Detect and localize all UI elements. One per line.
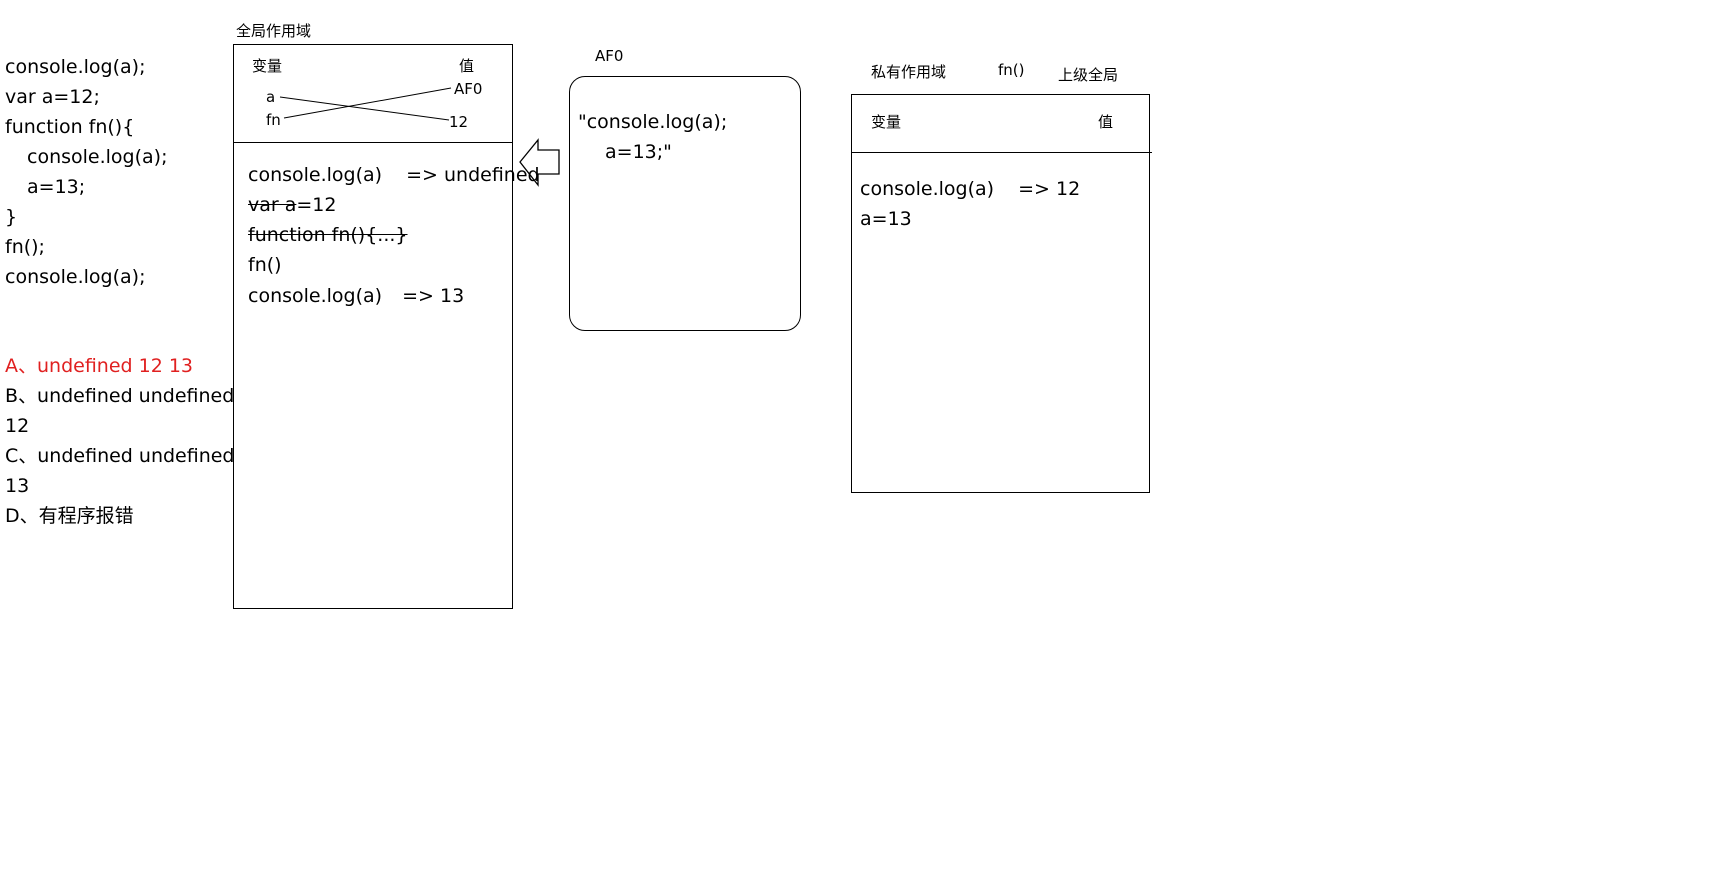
option-d: D、有程序报错 [5,505,134,527]
option-b-continued: 12 [5,415,30,437]
global-var-fn: fn [266,111,281,129]
code-line: console.log(a); [5,266,146,288]
exec-result: => 12 [1018,178,1081,200]
global-scope-box [233,44,513,609]
heap-label: AF0 [595,47,624,65]
exec-result: => undefined [406,164,540,186]
private-scope-divider [851,152,1152,153]
code-line: console.log(a); [27,146,168,168]
heap-line-2: a=13;" [605,141,672,163]
global-exec-line-1: console.log(a) => undefined [248,159,540,192]
global-val-12: 12 [449,113,469,131]
option-b: B、undefined undefined [5,385,235,407]
private-fn-label: fn() [998,61,1025,79]
heap-line-1: "console.log(a); [578,111,728,133]
global-var-header: 变量 [252,57,283,75]
arrow-left-icon [519,138,560,187]
private-scope-box [851,94,1150,493]
global-scope-divider [233,142,513,143]
exec-code: console.log(a) [248,164,383,186]
global-exec-line-3: function fn(){...} [248,219,408,252]
private-exec-line-1: console.log(a) => 12 [860,173,1080,206]
global-exec-line-4: fn() [248,254,282,276]
global-var-a: a [266,88,276,106]
exec-code: console.log(a) [248,285,383,307]
global-val-af0: AF0 [454,80,483,98]
code-line: } [5,206,18,228]
private-scope-title: 私有作用域 [871,63,947,81]
heap-box [569,76,801,331]
global-scope-title: 全局作用域 [236,22,312,40]
private-val-header: 值 [1098,113,1114,131]
code-line: var a=12; [5,86,100,108]
option-c: C、undefined undefined [5,445,235,467]
private-exec-line-2: a=13 [860,208,912,230]
code-line: a=13; [27,176,86,198]
struck-function-declaration: function fn(){...} [248,224,408,246]
link-fn-to-af0 [283,87,452,119]
struck-declaration: var a [248,194,297,216]
parent-scope-label: 上级全局 [1058,66,1119,84]
code-line: function fn(){ [5,116,135,138]
private-var-header: 变量 [871,113,902,131]
code-line: fn(); [5,236,45,258]
global-exec-line-2: var a=12 [248,189,337,222]
global-exec-line-5: console.log(a) => 13 [248,280,464,313]
option-c-continued: 13 [5,475,30,497]
code-line: console.log(a); [5,56,146,78]
link-a-to-12 [279,96,450,121]
exec-result: => 13 [402,285,465,307]
option-a-correct: A、undefined 12 13 [5,355,194,377]
exec-code: console.log(a) [860,178,995,200]
global-val-header: 值 [459,57,475,75]
assignment: =12 [296,194,337,216]
